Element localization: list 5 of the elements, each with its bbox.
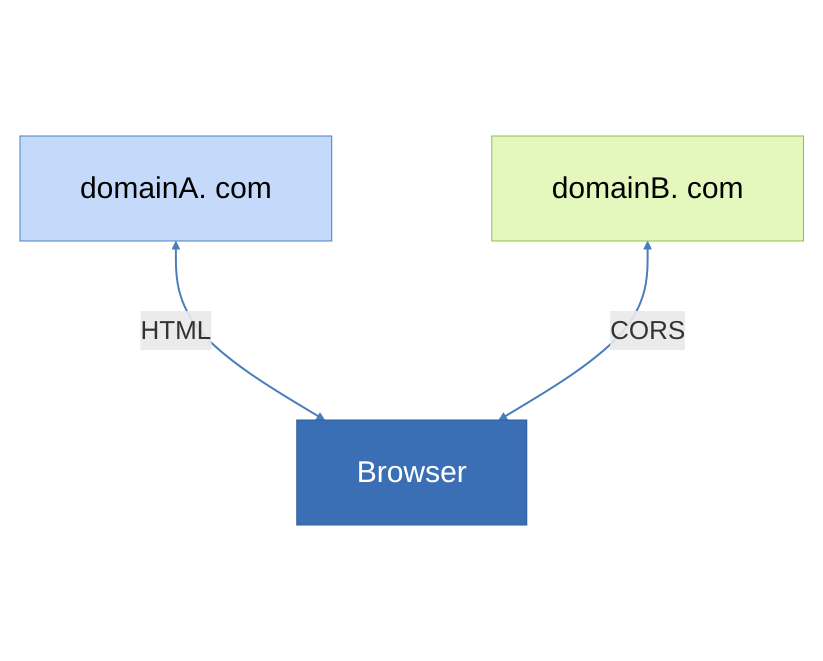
- node-box: domainA. com: [19, 136, 332, 242]
- edge-label: HTML: [140, 315, 212, 345]
- node-box: domainB. com: [491, 136, 804, 242]
- node-box: Browser: [296, 420, 528, 526]
- edge-label: CORS: [610, 315, 685, 345]
